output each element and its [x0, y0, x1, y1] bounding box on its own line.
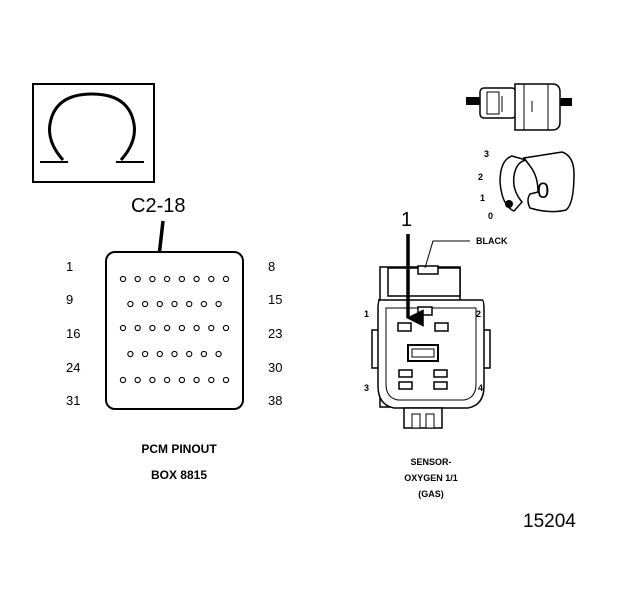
rotation-arc [499, 155, 527, 212]
pcm-callout-label: C2-18 [131, 195, 185, 217]
ohm-omega-icon [32, 83, 155, 183]
black-label-leader [424, 240, 470, 269]
rotation-key [522, 151, 575, 213]
pcm-pin [208, 376, 215, 384]
figure-id: 15204 [523, 511, 576, 532]
pcm-pin [215, 300, 222, 308]
pcm-pin [193, 376, 200, 384]
rotation-scale-label: 3 [484, 149, 489, 159]
sensor-callout-label: 1 [401, 209, 412, 231]
pcm-right-number: 38 [268, 393, 282, 408]
pcm-pin [141, 300, 149, 308]
pcm-pin [156, 300, 163, 308]
rotation-scale-label: 0 [488, 211, 493, 221]
pcm-pin [163, 376, 171, 384]
pcm-pin [134, 324, 141, 332]
pcm-pin [178, 324, 186, 332]
oxygen-sensor-connector [371, 265, 491, 429]
pcm-pin [149, 376, 156, 384]
pcm-right-number: 30 [268, 360, 282, 375]
pcm-pin [200, 300, 208, 308]
pcm-pin [149, 275, 156, 283]
pcm-pin [208, 324, 215, 332]
pcm-pin [222, 275, 230, 283]
pcm-pin [186, 350, 193, 358]
pcm-pin [222, 376, 230, 384]
pcm-caption-line1: PCM PINOUT [141, 442, 217, 456]
rotation-scale-label: 1 [480, 193, 485, 203]
pcm-left-number: 16 [66, 326, 80, 341]
pcm-pin [134, 275, 141, 283]
sensor-cavity-number: 2 [476, 309, 481, 319]
pcm-pin [119, 376, 127, 384]
pcm-pin [119, 275, 127, 283]
pcm-right-number: 8 [268, 259, 275, 274]
pcm-pin [208, 275, 215, 283]
pcm-pin [149, 324, 156, 332]
pcm-pin [127, 350, 134, 358]
pcm-pin [134, 376, 141, 384]
pcm-pin [171, 300, 178, 308]
pcm-pin [119, 324, 127, 332]
sensor-caption-line2: OXYGEN 1/1 [404, 473, 458, 483]
rotation-view: 3 2 1 0 0 [478, 149, 575, 221]
sensor-caption-line3: (GAS) [418, 489, 444, 499]
rotation-value: 0 [537, 178, 549, 203]
pcm-left-number: 31 [66, 393, 80, 408]
sensor-cavity-number: 1 [364, 309, 369, 319]
pcm-pin [222, 324, 230, 332]
pcm-pin [163, 275, 171, 283]
pcm-pin [163, 324, 171, 332]
sensor-cavity-number: 3 [364, 383, 369, 393]
sensor-cavity-number: 4 [478, 383, 483, 393]
rotation-indicator-dot [505, 200, 513, 208]
pcm-pin [178, 275, 186, 283]
sensor-caption-line1: SENSOR- [410, 457, 451, 467]
pcm-pin [200, 350, 208, 358]
pcm-pin-grid [119, 275, 230, 384]
pcm-left-numbers: 1 9 16 24 31 [66, 259, 80, 408]
pcm-left-number: 9 [66, 292, 73, 307]
pcm-left-number: 1 [66, 259, 73, 274]
pcm-caption-line2: BOX 8815 [151, 468, 207, 482]
pcm-pin [127, 300, 134, 308]
sensor-color-label: BLACK [476, 236, 508, 246]
pcm-pin [141, 350, 149, 358]
pcm-pin [215, 350, 222, 358]
pcm-pin [156, 350, 163, 358]
pcm-pin [193, 275, 200, 283]
rotation-scale-label: 2 [478, 172, 483, 182]
pcm-pin [193, 324, 200, 332]
pcm-right-numbers: 8 15 23 30 38 [268, 259, 282, 408]
pcm-left-number: 24 [66, 360, 80, 375]
pcm-right-number: 15 [268, 292, 282, 307]
pcm-connector-body [105, 251, 244, 410]
pcm-pin [186, 300, 193, 308]
pcm-pin [178, 376, 186, 384]
pcm-right-number: 23 [268, 326, 282, 341]
inline-connector-icon [466, 83, 572, 131]
pcm-pin [171, 350, 178, 358]
